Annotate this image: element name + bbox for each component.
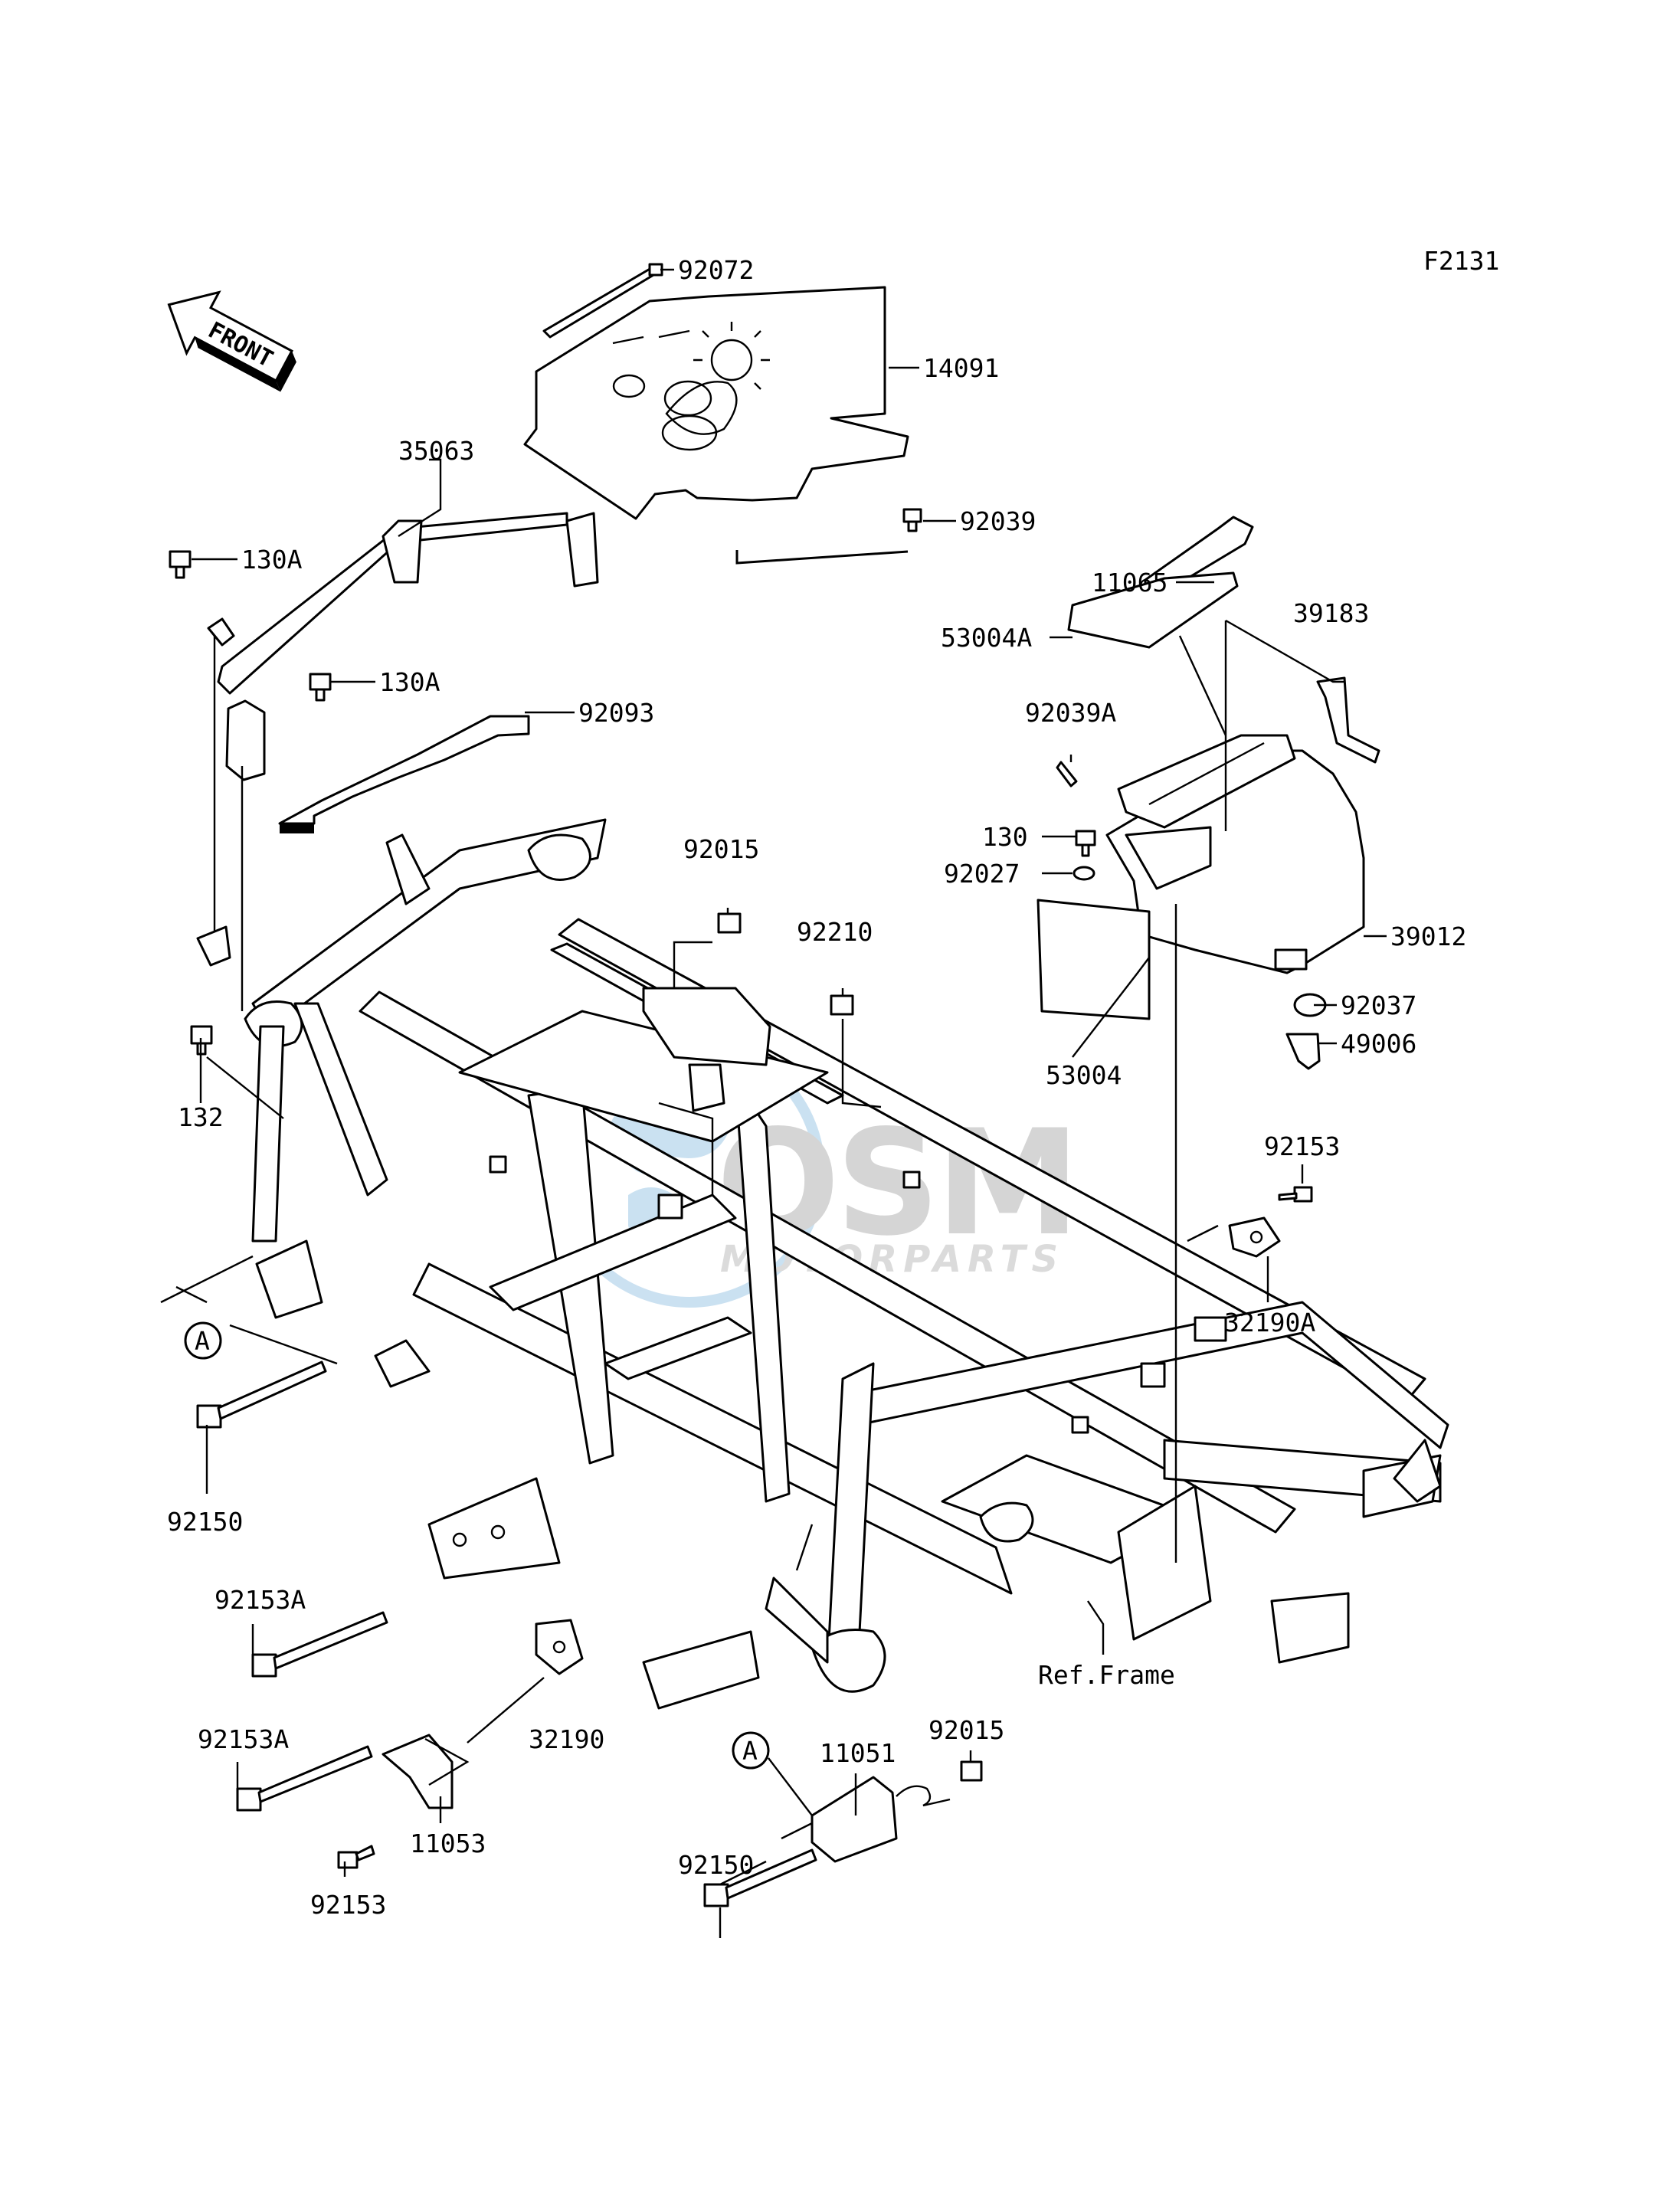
label-92039: 92039	[960, 506, 1036, 536]
pad-53004A	[1067, 571, 1239, 649]
bolt-92153-bottom	[337, 1845, 375, 1869]
label-11051: 11051	[820, 1738, 896, 1768]
label-130A-top: 130A	[241, 545, 303, 575]
bar-92093	[278, 715, 530, 833]
label-11065: 11065	[1092, 568, 1167, 598]
nut-92039	[902, 508, 922, 532]
main-frame	[244, 818, 1449, 1710]
label-32190A: 32190A	[1224, 1308, 1315, 1338]
label-14091: 14091	[923, 353, 999, 383]
label-92039A: 92039A	[1025, 698, 1116, 728]
label-132: 132	[178, 1102, 224, 1132]
label-92072: 92072	[678, 255, 754, 285]
leader-lines	[160, 268, 1387, 1938]
label-92027: 92027	[944, 859, 1020, 889]
clip-39183	[1316, 676, 1380, 764]
sheet-53004	[1036, 899, 1151, 1020]
label-ref-frame: Ref.Frame	[1038, 1660, 1175, 1690]
bolt-92039A	[1056, 761, 1078, 787]
label-92037: 92037	[1341, 990, 1416, 1020]
label-92150-bottom: 92150	[678, 1850, 754, 1880]
bolt-92153A-2	[236, 1745, 373, 1812]
label-35063: 35063	[398, 436, 474, 466]
box-39012	[1105, 734, 1365, 974]
bolt-130	[1075, 830, 1096, 857]
label-92150-left: 92150	[167, 1507, 243, 1537]
bracket-32190	[535, 1619, 584, 1675]
part-labels: 92072 14091 35063 130A 130A 92039 11065 …	[167, 255, 1466, 1920]
label-32190: 32190	[529, 1724, 604, 1754]
washer-92027	[1073, 866, 1095, 881]
label-53004: 53004	[1046, 1060, 1122, 1090]
label-53004A: 53004A	[941, 623, 1032, 653]
label-92153A-2: 92153A	[198, 1724, 289, 1754]
ref-circle-a-left: A	[184, 1321, 222, 1360]
bracket-11053	[382, 1734, 454, 1809]
ref-circle-a-left-label: A	[195, 1326, 210, 1356]
label-11053: 11053	[410, 1829, 486, 1858]
label-130: 130	[982, 822, 1028, 852]
label-39183: 39183	[1293, 598, 1369, 628]
label-92093: 92093	[578, 698, 654, 728]
nut-92015-top	[717, 912, 742, 934]
label-92015-bottom: 92015	[928, 1715, 1004, 1745]
bolt-92150-left	[196, 1360, 327, 1429]
bracket-11051	[811, 1776, 951, 1863]
strap-92072	[542, 263, 663, 339]
label-39012: 39012	[1390, 922, 1466, 951]
bolt-92153A-1	[251, 1611, 388, 1678]
cover-plate-14091	[523, 286, 909, 565]
label-92153A-1: 92153A	[215, 1585, 306, 1615]
ref-circle-a-bottom: A	[732, 1731, 770, 1770]
ref-circle-a-bottom-label: A	[742, 1736, 758, 1766]
bolt-92150-bottom	[703, 1848, 817, 1907]
guard-bar-35063	[196, 512, 599, 1011]
nut-92210	[830, 994, 854, 1016]
figure-code: F2131	[1423, 246, 1499, 276]
bolt-92153-right	[1278, 1186, 1313, 1203]
front-arrow-icon: FRONT	[167, 290, 296, 392]
nut-130A-mid	[309, 673, 332, 702]
label-92015-top: 92015	[683, 834, 759, 864]
label-92153-right: 92153	[1264, 1131, 1340, 1161]
nut-130A-top	[169, 550, 192, 579]
label-130A-mid: 130A	[379, 667, 440, 697]
label-92153-bottom: 92153	[310, 1890, 386, 1920]
label-92210: 92210	[797, 917, 873, 947]
label-49006: 49006	[1341, 1029, 1416, 1059]
nut-92015-bottom	[960, 1760, 983, 1782]
cap-49006	[1285, 1033, 1321, 1070]
bracket-32190A	[1228, 1216, 1281, 1258]
